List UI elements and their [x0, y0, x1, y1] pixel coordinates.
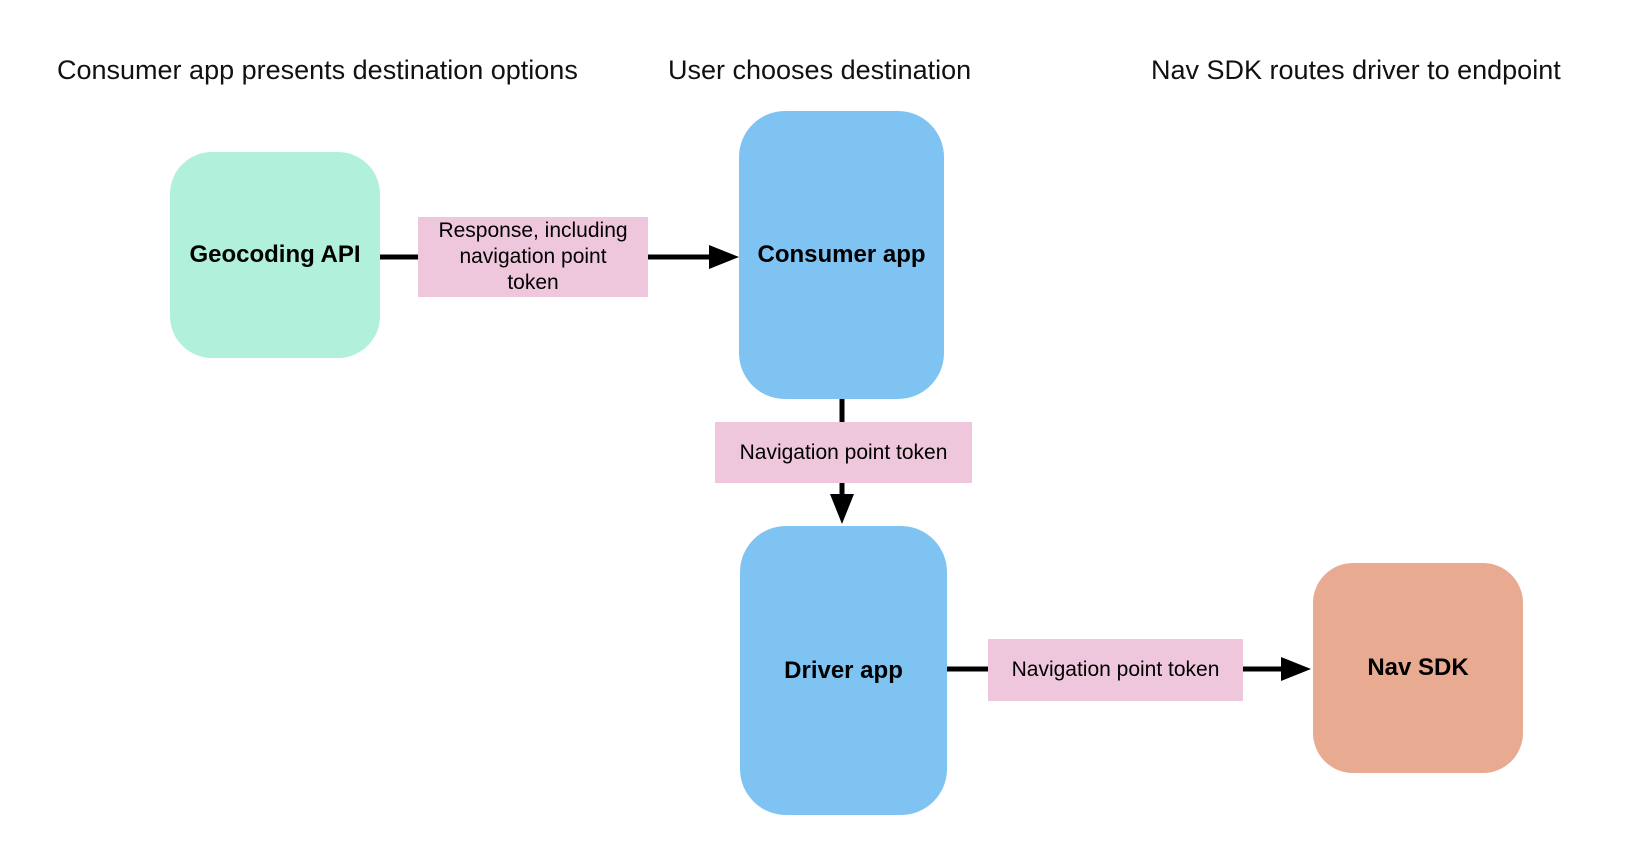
node-driver-app-label: Driver app	[784, 656, 903, 684]
node-consumer-app-label: Consumer app	[757, 241, 926, 268]
column-header-user-chooses: User chooses destination	[668, 55, 972, 85]
node-geocoding-api: Geocoding API	[170, 152, 380, 358]
column-header-consumer-presents: Consumer app presents destination option…	[57, 55, 578, 85]
node-consumer-app: Consumer app	[739, 111, 944, 399]
edge-label-response-including-token: Response, including navigation point tok…	[418, 217, 648, 297]
node-nav-sdk-label: Nav SDK	[1367, 654, 1469, 681]
node-driver-app: Driver app	[740, 526, 947, 815]
column-header-navsdk-routes: Nav SDK routes driver to endpoint	[1151, 55, 1561, 85]
edge-label-navigation-point-token-horizontal: Navigation point token	[988, 639, 1243, 701]
edge-label-navigation-point-token-vertical: Navigation point token	[715, 422, 972, 483]
node-geocoding-api-label: Geocoding API	[189, 241, 361, 268]
node-nav-sdk: Nav SDK	[1313, 563, 1523, 773]
